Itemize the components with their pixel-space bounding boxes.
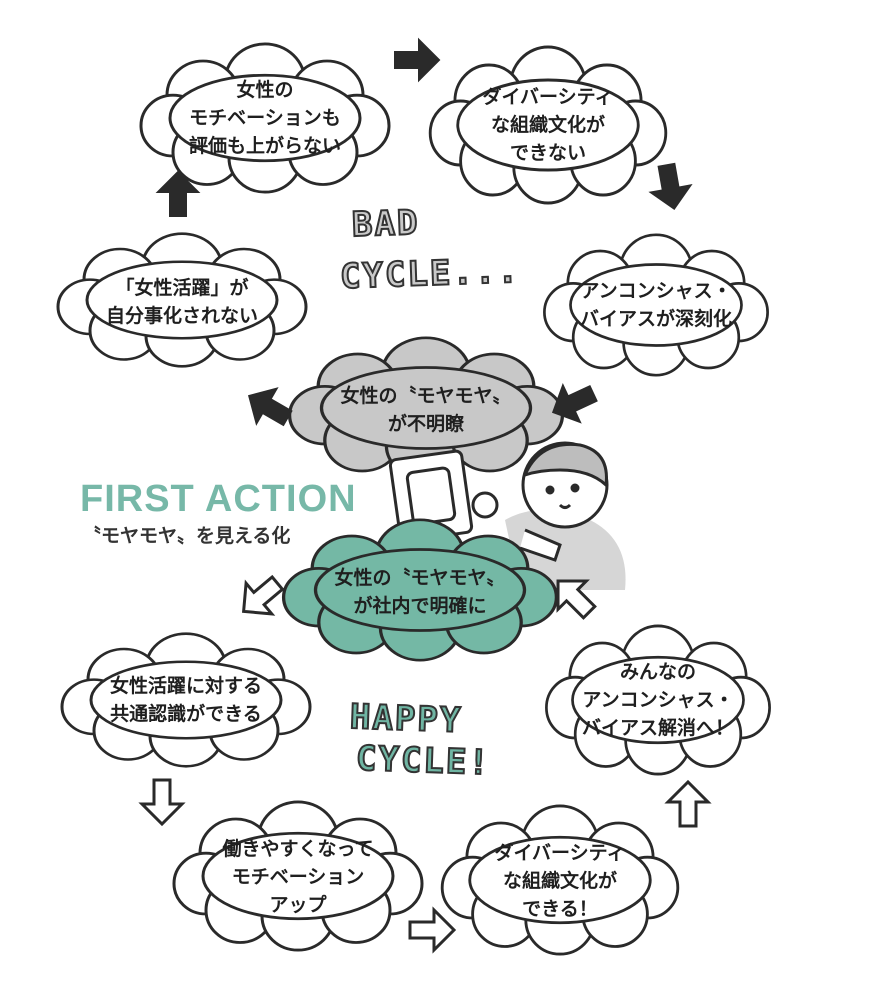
- node-diversity-done: ダイバーシティ な組織文化が できる！: [494, 842, 626, 920]
- node-bias-deepens: アンコンシャス・ バイアスが深刻化: [579, 280, 732, 330]
- node-motivation-up: 働きやすくなって モチベーション アップ: [222, 838, 374, 916]
- happy-cycle-title-line2: CYCLE!: [354, 738, 492, 785]
- happy-cycle-title-line1: HAPPY: [348, 696, 464, 742]
- node-not-own-issue: 「女性活躍」が 自分事化されない: [105, 277, 258, 327]
- arrow-icon: [645, 160, 695, 214]
- arrow-icon: [394, 39, 440, 81]
- node-bias-resolved: みんなの アンコンシャス・ バイアス解消へ！: [581, 661, 734, 739]
- arrow-outline-icon: [229, 566, 292, 629]
- node-moyamoya-unclear: 女性の〝モヤモヤ〟 が不明瞭: [340, 385, 512, 435]
- arrow-outline-icon: [140, 778, 184, 826]
- arrow-outline-icon: [666, 780, 710, 828]
- arrow-outline-icon: [408, 908, 456, 952]
- bad-cycle-title-line2: CYCLE...: [338, 250, 521, 298]
- arrow-icon: [238, 377, 299, 437]
- node-motivation-down: 女性の モチベーションも 評価も上がらない: [188, 79, 341, 157]
- node-diversity-none: ダイバーシティ な組織文化が できない: [482, 86, 614, 164]
- node-moyamoya-clear: 女性の〝モヤモヤ〟 が社内で明確に: [334, 567, 506, 617]
- first-action-subtitle: 〝モヤモヤ〟を見える化: [82, 525, 291, 547]
- bad-cycle-title-line1: BAD: [350, 202, 421, 246]
- first-action-title: FIRST ACTION: [80, 478, 357, 520]
- node-shared-understanding: 女性活躍に対する 共通認識ができる: [109, 675, 262, 725]
